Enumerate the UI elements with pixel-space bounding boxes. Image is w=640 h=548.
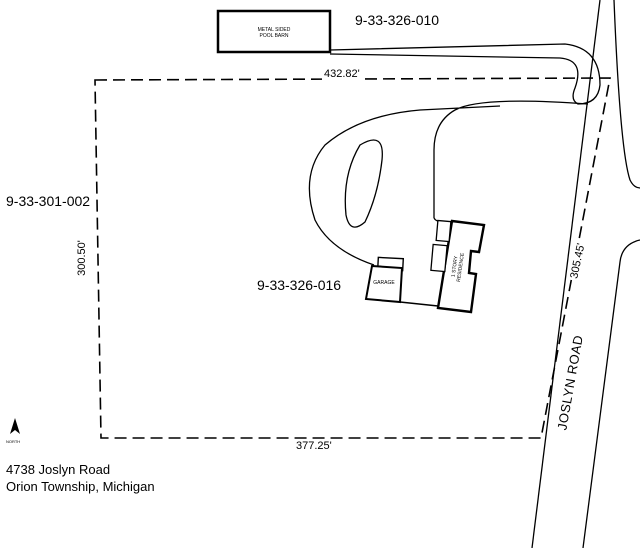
road-east-edge xyxy=(582,239,640,548)
address: 4738 Joslyn Road Orion Township, Michiga… xyxy=(6,462,155,494)
parcel-north: 9-33-326-010 xyxy=(355,12,440,28)
residence xyxy=(436,219,486,314)
north-arrow-label: NORTH xyxy=(6,439,21,444)
driveway-north xyxy=(329,43,601,105)
property-boundary xyxy=(94,77,611,439)
north-arrow-icon xyxy=(10,418,20,434)
dimension-north: 432.82' xyxy=(322,68,362,80)
driveway-loop xyxy=(308,100,589,266)
dimension-west: 300.50' xyxy=(75,238,88,278)
parcel-subject: 9-33-326-016 xyxy=(257,277,342,293)
garage-label: GARAGE xyxy=(373,280,395,286)
dimension-south: 377.25' xyxy=(296,440,332,452)
parcel-west: 9-33-301-002 xyxy=(6,193,91,209)
driveway-island xyxy=(344,139,383,228)
residence-porch-2 xyxy=(430,243,448,273)
road-west-edge xyxy=(531,0,601,548)
pool-barn-label: METAL SIDED POOL BARN xyxy=(257,27,291,39)
road-curve-ne xyxy=(613,0,640,189)
residence-porch-1 xyxy=(435,219,452,243)
pool-barn xyxy=(216,9,332,54)
